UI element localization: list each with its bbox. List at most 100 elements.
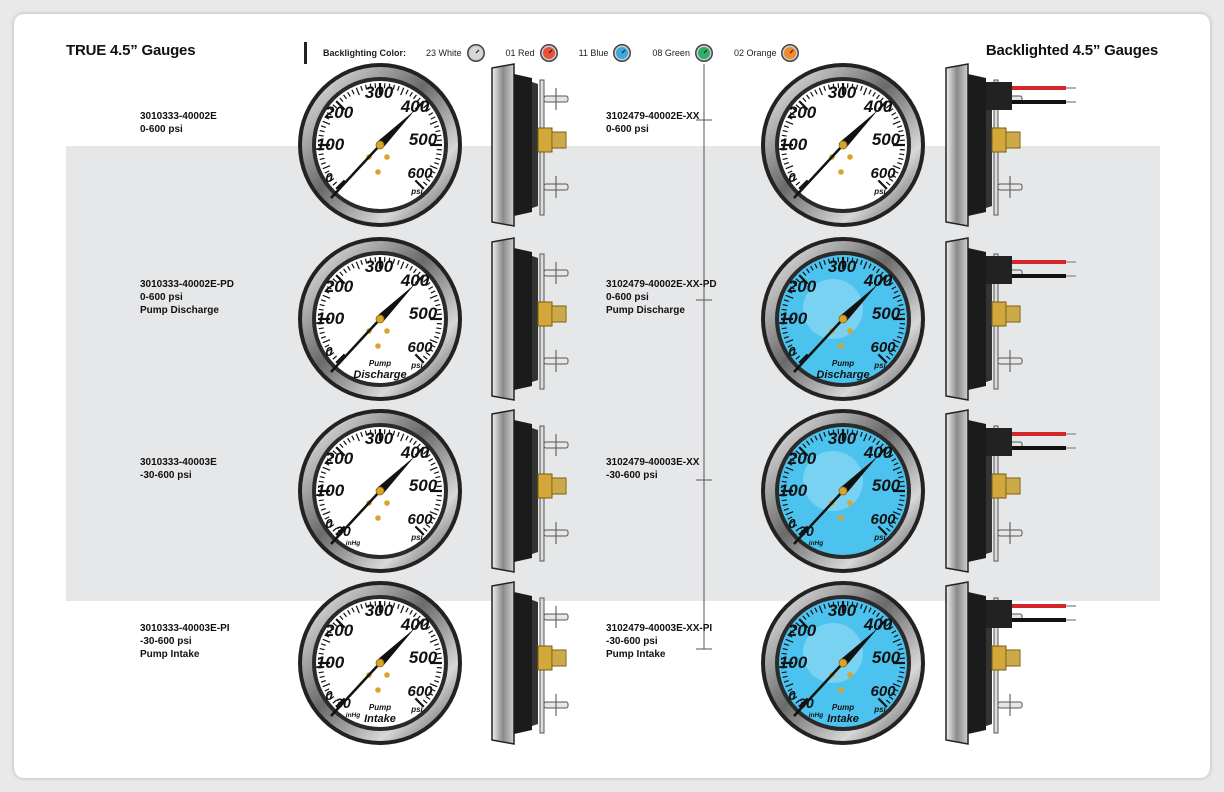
svg-text:100: 100 [316,135,345,154]
label-range: -30-600 psi [606,636,658,647]
label-range: 0-600 psi [140,292,183,303]
svg-text:psi: psi [873,705,886,714]
color-swatch-icon [694,44,713,62]
svg-text:400: 400 [863,97,893,116]
right-gauge-label: 3102479-40003E-XX-30-600 psi [606,456,699,482]
svg-text:100: 100 [316,653,345,672]
legend-item-label: 11 Blue [578,48,609,58]
svg-text:600: 600 [870,165,896,182]
color-swatch-icon [781,44,800,62]
svg-text:500: 500 [409,130,438,149]
svg-text:600: 600 [870,683,896,700]
svg-text:500: 500 [872,130,901,149]
svg-text:100: 100 [779,309,808,328]
svg-text:600: 600 [407,165,433,182]
label-range: 0-600 psi [140,124,183,135]
svg-text:500: 500 [872,476,901,495]
svg-text:400: 400 [400,271,430,290]
svg-text:500: 500 [409,648,438,667]
label-part: 3102479-40002E-XX-PD [606,279,717,290]
label-range: -30-600 psi [140,470,192,481]
label-range: -30-600 psi [140,636,192,647]
svg-text:500: 500 [872,648,901,667]
svg-text:100: 100 [779,481,808,500]
svg-text:0: 0 [788,688,796,703]
svg-text:200: 200 [324,449,354,468]
svg-text:inHg: inHg [809,712,823,719]
svg-text:200: 200 [324,277,354,296]
label-note: Pump Discharge [606,305,685,316]
svg-text:500: 500 [409,304,438,323]
legend-item-label: 02 Orange [733,48,777,58]
label-range: 0-600 psi [606,124,649,135]
svg-text:Pump: Pump [832,359,854,368]
label-note: Pump Intake [606,649,666,660]
color-swatch-icon [466,44,485,62]
svg-text:300: 300 [828,429,857,448]
svg-text:400: 400 [400,615,430,634]
svg-text:600: 600 [870,511,896,528]
connector-line [696,64,712,650]
svg-text:psi: psi [410,187,423,196]
svg-text:400: 400 [863,271,893,290]
svg-text:inHg: inHg [346,712,360,719]
true-gauge-front: 0 100 200 300 400 500 600 psi [297,62,463,228]
svg-text:0: 0 [325,688,333,703]
true-gauge-side [488,406,628,576]
label-part: 3010333-40002E [140,111,217,122]
spec-sheet: TRUE 4.5” Gauges Backlighted 4.5” Gauges… [14,14,1210,778]
svg-text:600: 600 [407,511,433,528]
svg-text:Intake: Intake [827,713,859,725]
label-part: 3010333-40003E-PI [140,623,230,634]
true-gauge-side [488,60,628,230]
right-title: Backlighted 4.5” Gauges [985,42,1158,59]
svg-text:400: 400 [863,443,893,462]
label-part: 3010333-40003E [140,457,217,468]
svg-text:psi: psi [873,187,886,196]
left-gauge-label: 3010333-40002E 0-600 psi [140,110,217,136]
legend-item: 23 White [426,43,486,63]
svg-text:300: 300 [365,83,394,102]
backlighted-gauge-side [942,578,1082,748]
label-part: 3102479-40003E-XX [606,457,700,468]
svg-text:0: 0 [325,170,333,185]
label-part: 3102479-40003E-XX-PI [606,623,713,634]
svg-text:Pump: Pump [369,359,391,368]
right-gauge-label: 3102479-40002E-XX 0-600 psi [606,110,699,136]
legend-item: 11 Blue [579,43,633,63]
backlighted-gauge-side [942,234,1082,404]
legend-item: 02 Orange [734,43,801,63]
legend-item-label: 08 Green [652,48,690,58]
backlighted-gauge-side [942,406,1082,576]
legend-item: 01 Red [506,43,559,63]
label-part: 3102479-40002E-XX [606,111,700,122]
svg-text:300: 300 [365,601,394,620]
svg-text:0: 0 [325,516,333,531]
backlighted-gauge-front: 0100200300400500600psi30inHg [760,408,926,574]
svg-text:300: 300 [828,257,857,276]
svg-text:Pump: Pump [832,703,854,712]
svg-text:psi: psi [410,705,423,714]
svg-text:400: 400 [400,443,430,462]
svg-text:inHg: inHg [809,540,823,547]
svg-text:200: 200 [324,103,354,122]
left-title: TRUE 4.5” Gauges [66,42,196,59]
legend-divider [304,42,307,64]
svg-text:500: 500 [872,304,901,323]
svg-text:psi: psi [873,361,886,370]
svg-text:600: 600 [407,339,433,356]
svg-text:400: 400 [400,97,430,116]
svg-text:psi: psi [873,533,886,542]
svg-text:psi: psi [410,533,423,542]
legend-item-label: 23 White [426,48,462,58]
legend-item: 08 Green [652,43,714,63]
legend-items: 23 White 01 Red 11 Blue 08 Green 02 Orange [426,43,820,63]
svg-text:500: 500 [409,476,438,495]
